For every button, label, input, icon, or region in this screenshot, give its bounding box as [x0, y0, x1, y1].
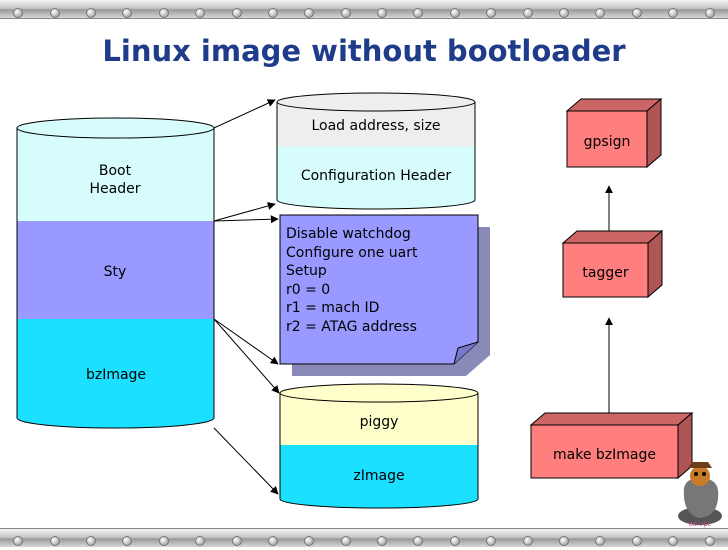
bzimage-label: bzImage: [85, 367, 147, 383]
payload-cylinder: [279, 383, 479, 509]
config-header-label: Configuration Header: [300, 168, 452, 184]
payload-cylinder-top: [279, 383, 479, 403]
sty-label: Sty: [103, 264, 127, 280]
make-bzimage-box: [529, 411, 694, 480]
header-cylinder: [276, 92, 476, 210]
connector-boot-top: [213, 99, 276, 129]
connector-sty-bottom: [213, 318, 279, 365]
setup-note-shape: [279, 214, 490, 376]
note-line: Disable watchdog: [286, 226, 411, 242]
slide-title: Linux image without bootloader: [102, 34, 626, 68]
sty-segment: [17, 221, 214, 319]
note-line: r1 = mach ID: [286, 300, 380, 317]
note-line: r0 = 0: [286, 281, 331, 298]
zimage-label: zImage: [353, 468, 405, 484]
image-cylinder-top: [16, 117, 215, 139]
piggy-label: piggy: [359, 414, 399, 430]
gpsign-box: [565, 97, 663, 169]
config-header-segment: [277, 146, 475, 209]
top-decorative-bar: [0, 0, 728, 19]
connector-sty-top: [213, 215, 279, 224]
note-line: Setup: [286, 263, 327, 280]
note-line: r2 = ATAG address: [286, 318, 417, 335]
mascot-logo: ex.vpc: [678, 462, 722, 528]
gpsign-label: gpsign: [583, 134, 631, 150]
connector-bz-top: [213, 318, 280, 394]
make-bzimage-label: make bzImage: [553, 447, 656, 463]
footer-mark: ex.vpc: [689, 520, 712, 528]
header-cylinder-top: [276, 92, 476, 112]
load-address-label: Load address, size: [311, 118, 441, 134]
connector-bz-bottom: [213, 427, 279, 495]
note-line: Configure one uart: [286, 244, 418, 261]
connector-lines: [213, 99, 613, 495]
tagger-label: tagger: [582, 265, 629, 281]
top-bar-dots: [0, 4, 728, 22]
zimage-segment: [280, 445, 478, 508]
connector-boot-bottom: [213, 202, 276, 222]
bzimage-segment: [17, 319, 214, 428]
setup-note: Disable watchdog Configure one uart Setu…: [286, 225, 476, 337]
boot-header-segment: [17, 128, 214, 221]
image-cylinder: [16, 117, 215, 429]
bottom-decorative-bar: [0, 528, 728, 547]
boot-header-label: Boot Header: [89, 163, 141, 197]
tagger-box: [561, 229, 664, 299]
